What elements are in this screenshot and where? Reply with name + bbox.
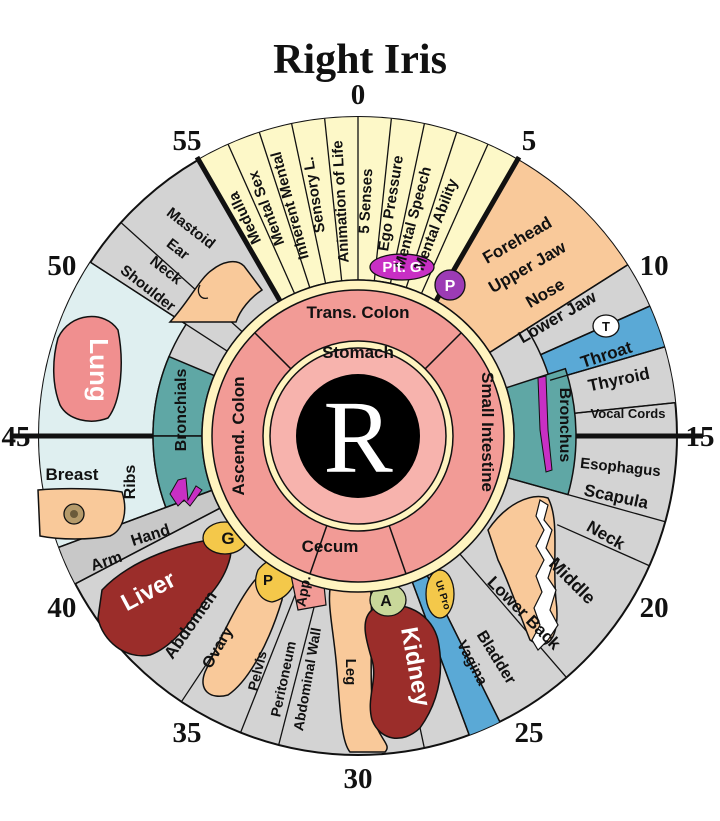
trans-colon-label: Trans. Colon <box>307 303 410 322</box>
zone-divider-line <box>227 144 296 294</box>
ear-figure <box>197 284 209 299</box>
lung-label: Lung <box>84 338 114 402</box>
clock-number-45: 45 <box>2 421 31 453</box>
clock-number-50: 50 <box>47 250 76 282</box>
page-title: Right Iris <box>273 37 447 83</box>
ring-divider-line <box>424 332 462 370</box>
zone-divider-line <box>459 553 567 678</box>
stomach-label: Stomach <box>322 343 394 362</box>
pituitary-figure <box>369 253 435 281</box>
clock-number-25: 25 <box>515 717 544 749</box>
thick-marker-line <box>194 155 283 303</box>
clock-number-35: 35 <box>173 717 202 749</box>
bronchus-figure <box>537 375 553 473</box>
breast-label: Breast <box>46 465 99 484</box>
a-badge-label: A <box>380 593 392 610</box>
ut-pro-figure <box>425 569 455 619</box>
bronchials-label: Bronchials <box>173 369 190 452</box>
zone-divider-line <box>74 507 221 585</box>
zone-divider-line <box>258 132 311 288</box>
pit-g-label: Pit. G <box>382 259 421 276</box>
ring-divider-line <box>388 525 407 575</box>
liver-figure <box>97 537 232 657</box>
zone-divider-line <box>574 402 676 414</box>
zone-divider-line <box>556 524 650 567</box>
zone-divider-line <box>278 586 320 746</box>
ring-divider-line <box>309 525 328 575</box>
zone-divider-line <box>373 118 392 281</box>
leg-label: Leg <box>342 659 359 686</box>
app-label: App. <box>292 574 313 607</box>
zone-divider-line <box>291 123 327 284</box>
zone-divider-line <box>549 346 665 381</box>
clock-number-20: 20 <box>640 592 669 624</box>
bronchials-figure <box>169 477 203 507</box>
p-top-label: P <box>445 278 456 295</box>
zone-divider-line <box>90 261 228 352</box>
kidney-figure <box>364 604 442 739</box>
nipple-center-icon <box>70 510 78 518</box>
bronchus-label: Bronchus <box>556 388 573 463</box>
zone-divider-line <box>489 264 628 353</box>
digestive-ring-dividers <box>254 332 462 575</box>
center-letter: R <box>323 380 393 495</box>
clock-number-0: 0 <box>351 79 366 111</box>
pupil <box>296 374 420 498</box>
g-badge-label: G <box>221 529 234 548</box>
clock-number-5: 5 <box>522 125 537 157</box>
zone-divider-line <box>239 580 302 733</box>
ring-divider-line <box>254 332 292 370</box>
ribs-label: Ribs <box>122 465 139 500</box>
p-bottom-label: P <box>263 572 273 589</box>
zone-divider-line <box>508 477 666 523</box>
spine-figure <box>531 499 559 651</box>
clock-number-30: 30 <box>344 763 373 795</box>
animation-of-life-label: Animation of Life <box>329 140 352 263</box>
clock-number-40: 40 <box>47 592 76 624</box>
t-badge-label: T <box>602 319 610 334</box>
pineal-figure <box>434 269 466 301</box>
ascend-colon-label: Ascend. Colon <box>229 376 248 495</box>
vocal-cords-label: Vocal Cords <box>591 406 666 421</box>
clock-number-10: 10 <box>640 250 669 282</box>
cecum-label: Cecum <box>302 537 359 556</box>
t-badge-figure <box>592 314 620 338</box>
five-senses-label: 5 Senses <box>356 168 376 234</box>
clock-number-55: 55 <box>173 125 202 157</box>
small-intestine-label: Small Intestine <box>478 372 497 492</box>
zone-divider-line <box>324 118 343 281</box>
clock-number-15: 15 <box>686 421 715 453</box>
lung-figure <box>52 315 122 422</box>
head-shoulder-figure <box>168 260 264 323</box>
